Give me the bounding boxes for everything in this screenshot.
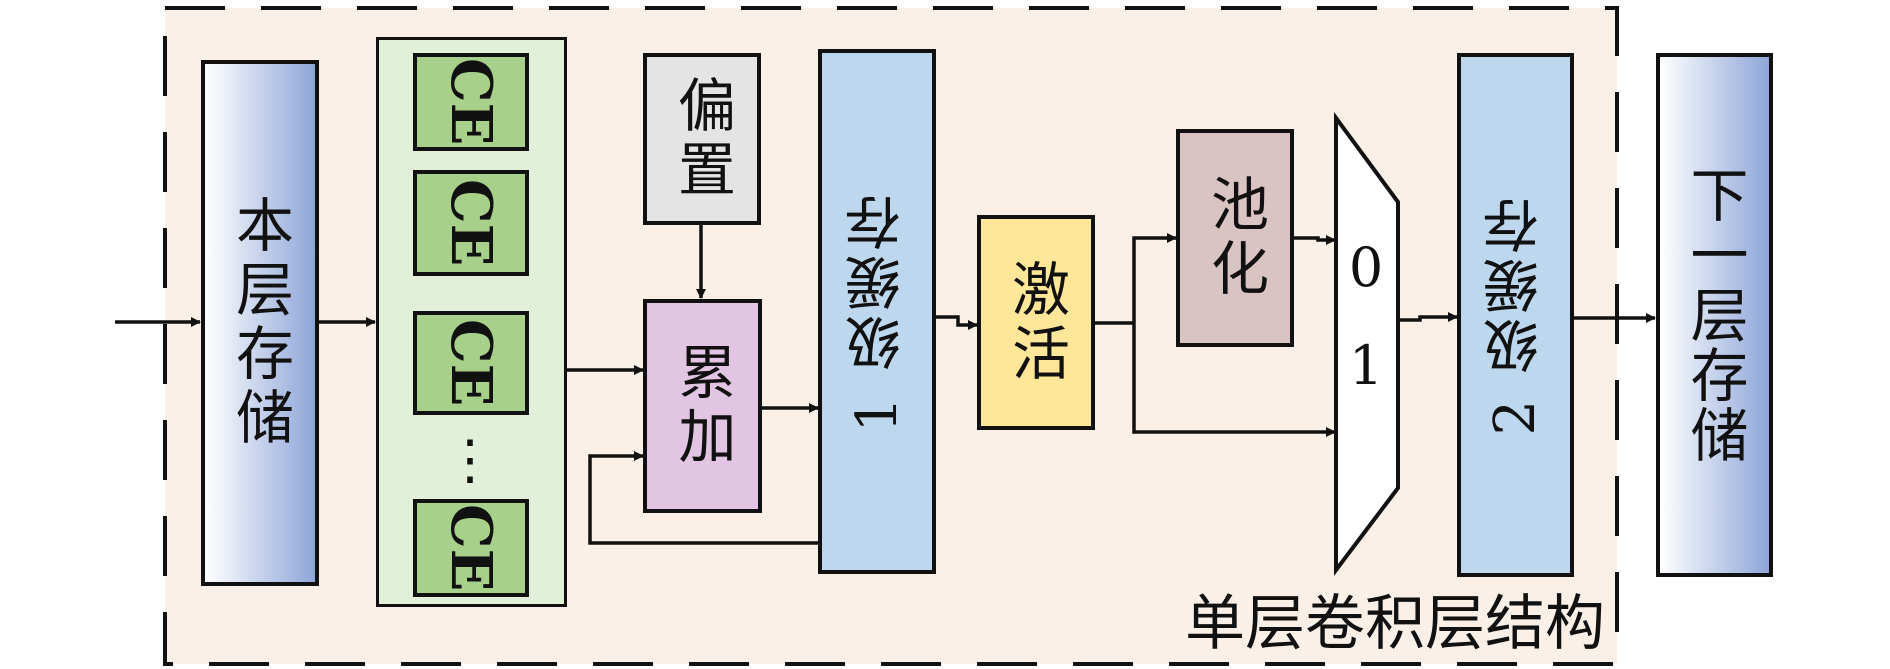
pooling-label: 池化 [1201, 174, 1269, 302]
ce-block-4: CE [413, 499, 529, 597]
accumulate-block: 累加 [643, 299, 762, 513]
level1-cache-label: 1 级缓存 [844, 190, 910, 433]
mux-input-1-label: 1 [1348, 334, 1384, 397]
next-layer-storage-label: 下一层存储 [1680, 165, 1749, 465]
mux-input-0-label: 0 [1348, 236, 1384, 299]
ce-label: CE [438, 504, 504, 592]
activation-label: 激活 [1002, 258, 1070, 387]
level1-cache-block: 1 级缓存 [818, 49, 936, 574]
pooling-block: 池化 [1176, 129, 1294, 347]
accumulate-label: 累加 [668, 342, 737, 470]
this-layer-storage-label: 本层存储 [226, 195, 294, 451]
next-layer-storage-block: 下一层存储 [1656, 53, 1773, 577]
ce-label: CE [438, 58, 504, 146]
level2-cache-block: 2 级缓存 [1457, 53, 1574, 577]
multiplexer [1334, 111, 1400, 576]
this-layer-storage-block: 本层存储 [201, 60, 319, 586]
ce-ellipsis: ⋮ [443, 428, 497, 491]
ce-label: CE [438, 179, 504, 267]
ce-block-1: CE [413, 53, 529, 151]
dashed-boundary [163, 6, 1619, 666]
level2-cache-label: 2 级缓存 [1483, 194, 1548, 436]
ce-label: CE [438, 319, 504, 407]
ce-block-2: CE [413, 170, 529, 276]
activation-block: 激活 [977, 215, 1095, 430]
diagram-caption: 单层卷积层结构 [1125, 586, 1605, 662]
bias-block: 偏置 [643, 53, 761, 225]
ce-block-3: CE [413, 311, 529, 415]
bias-label: 偏置 [668, 75, 736, 203]
